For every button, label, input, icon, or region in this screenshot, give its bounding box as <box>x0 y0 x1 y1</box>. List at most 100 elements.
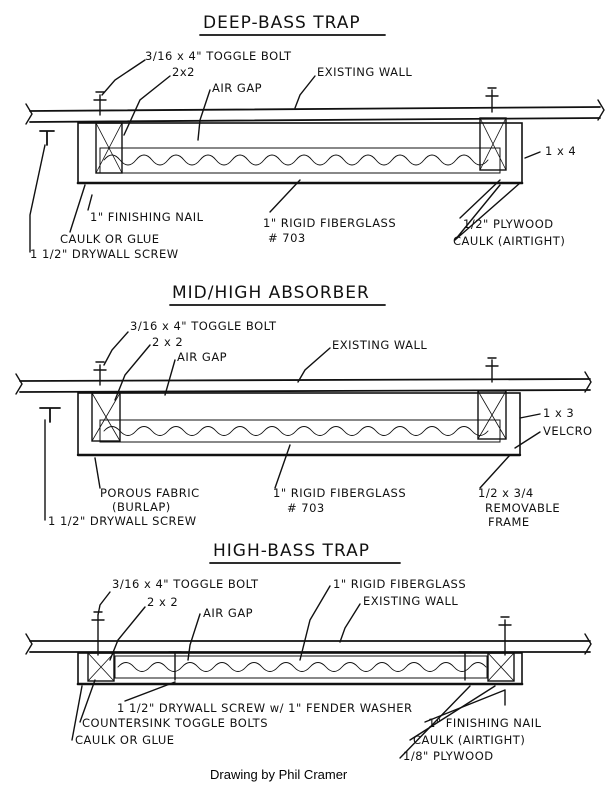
stud-right-hatch <box>487 652 515 682</box>
wall-top-edge <box>19 378 591 382</box>
high-bass-existing-wall-label: EXISTING WALL <box>363 594 459 608</box>
mid-high-air-gap-label: AIR GAP <box>177 350 228 364</box>
high-bass-title: HIGH-BASS TRAP <box>213 541 370 561</box>
mid-high-removable-label: REMOVABLE <box>485 501 561 515</box>
high-bass-countersink-label: COUNTERSINK TOGGLE BOLTS <box>82 716 268 730</box>
leader-stud <box>123 75 171 136</box>
leader-removable-frame <box>479 454 511 489</box>
mid-high-drywall-screw-label: 1 1/2" DRYWALL SCREW <box>48 514 197 528</box>
mid-high-fiberglass-number: # 703 <box>287 501 325 515</box>
high-bass-caulk-airtight-label: CAULK (AIRTIGHT) <box>413 733 526 747</box>
stud-right-hatch <box>477 390 507 440</box>
leader-plywood <box>399 685 471 759</box>
high-bass-finishing-nail-label: 1" FINISHING NAIL <box>428 716 542 730</box>
leader-finishing-nail <box>424 689 506 723</box>
drywall-screw-mark <box>39 130 55 146</box>
stud-right <box>477 390 507 440</box>
drywall-screw-mark <box>39 407 61 423</box>
deep-bass-air-gap-label: AIR GAP <box>212 81 263 95</box>
leader-toggle-bolt <box>97 591 111 616</box>
leader-existing-wall <box>294 75 316 109</box>
high-bass-fiberglass-label: 1" RIGID FIBERGLASS <box>333 577 467 591</box>
mid-high-fiberglass-label: 1" RIGID FIBERGLASS <box>273 486 407 500</box>
leader-finishing-nail <box>87 194 93 211</box>
leader-countersink <box>79 679 96 723</box>
mid-high-removable-size: 1/2 x 3/4 <box>478 486 534 500</box>
deep-bass-caulk-airtight-label: CAULK (AIRTIGHT) <box>453 234 566 248</box>
toggle-bolt-left <box>91 611 105 656</box>
leader-fiberglass <box>269 179 301 213</box>
fiberglass-panel <box>99 419 501 443</box>
deep-bass-existing-wall-label: EXISTING WALL <box>317 65 413 79</box>
leader-existing-wall <box>339 603 361 643</box>
stud-right-hatch <box>479 117 507 171</box>
leader-air-gap <box>197 89 211 141</box>
leader-caulk-glue <box>69 184 86 233</box>
stud-left-hatch <box>87 652 115 682</box>
wall-break-marks <box>15 371 592 395</box>
deep-bass-fiberglass-number: # 703 <box>268 231 306 245</box>
leader-velcro <box>514 431 541 449</box>
fiberglass-texture <box>103 154 489 166</box>
deep-bass-diagram <box>25 34 605 253</box>
high-bass-diagram <box>25 562 592 759</box>
wall-top-edge <box>29 106 601 112</box>
stud-left-hatch <box>91 392 121 442</box>
leader-drywall-screw <box>29 144 46 253</box>
leader-air-gap <box>187 613 201 661</box>
leader-caulk-airtight <box>409 685 496 741</box>
mid-high-frame-label: 1 x 3 <box>543 406 575 420</box>
absorber-frame <box>77 392 521 456</box>
high-bass-caulk-glue-label: CAULK OR GLUE <box>75 733 175 747</box>
high-bass-stud-label: 2 x 2 <box>147 595 179 609</box>
fiberglass-panel <box>114 655 488 679</box>
mid-high-fabric-note: (BURLAP) <box>112 500 171 514</box>
deep-bass-finishing-nail-label: 1" FINISHING NAIL <box>90 210 204 224</box>
drawing-credit: Drawing by Phil Cramer <box>210 767 348 782</box>
mid-high-toggle-bolt-label: 3/16 x 4" TOGGLE BOLT <box>130 319 277 333</box>
wall-break-marks <box>25 99 605 125</box>
leader-frame <box>524 151 541 159</box>
leader-fiberglass <box>299 585 331 661</box>
drywall-screws <box>168 651 472 681</box>
mid-high-diagram <box>15 304 592 521</box>
toggle-bolt-left <box>93 361 107 386</box>
leader-drywall-screw <box>124 681 176 702</box>
wall-break-marks <box>25 633 592 655</box>
deep-bass-frame-label: 1 x 4 <box>545 144 577 158</box>
high-bass-air-gap-label: AIR GAP <box>203 606 254 620</box>
leader-stud <box>114 344 151 401</box>
mid-high-velcro-label: VELCRO <box>543 424 593 438</box>
high-bass-toggle-bolt-label: 3/16 x 4" TOGGLE BOLT <box>112 577 259 591</box>
deep-bass-caulk-glue-label: CAULK OR GLUE <box>60 232 160 246</box>
deep-bass-drywall-screw-label: 1 1/2" DRYWALL SCREW <box>30 247 179 261</box>
deep-bass-title: DEEP-BASS TRAP <box>203 13 361 33</box>
leader-caulk-airtight <box>454 182 521 241</box>
high-bass-plywood-label: 1/8" PLYWOOD <box>403 749 494 763</box>
deep-bass-toggle-bolt-label: 3/16 x 4" TOGGLE BOLT <box>145 49 292 63</box>
toggle-bolt-left <box>93 91 107 116</box>
toggle-bolt-right <box>485 357 499 383</box>
mid-high-frame-word: FRAME <box>488 515 530 529</box>
mid-high-stud-label: 2 x 2 <box>152 335 184 349</box>
leader-fabric <box>94 457 101 489</box>
trap-frame <box>77 122 523 184</box>
fiberglass-texture <box>117 662 487 672</box>
leader-frame <box>519 413 541 419</box>
leader-plywood <box>459 179 501 219</box>
leader-toggle-bolt <box>101 59 146 96</box>
deep-bass-stud-label: 2x2 <box>172 65 195 79</box>
leader-fiberglass <box>274 444 291 489</box>
fiberglass-panel <box>99 147 501 174</box>
leader-toggle-bolt <box>103 331 129 366</box>
deep-bass-fiberglass-label: 1" RIGID FIBERGLASS <box>263 216 397 230</box>
deep-bass-plywood-label: 1/2" PLYWOOD <box>463 217 554 231</box>
leader-caulk-glue <box>71 685 83 741</box>
mid-high-title: MID/HIGH ABSORBER <box>172 283 370 303</box>
toggle-bolt-right <box>498 616 512 656</box>
leader-stud <box>109 606 146 661</box>
toggle-bolt-right <box>485 87 499 113</box>
mid-high-fabric-label: POROUS FABRIC <box>100 486 200 500</box>
